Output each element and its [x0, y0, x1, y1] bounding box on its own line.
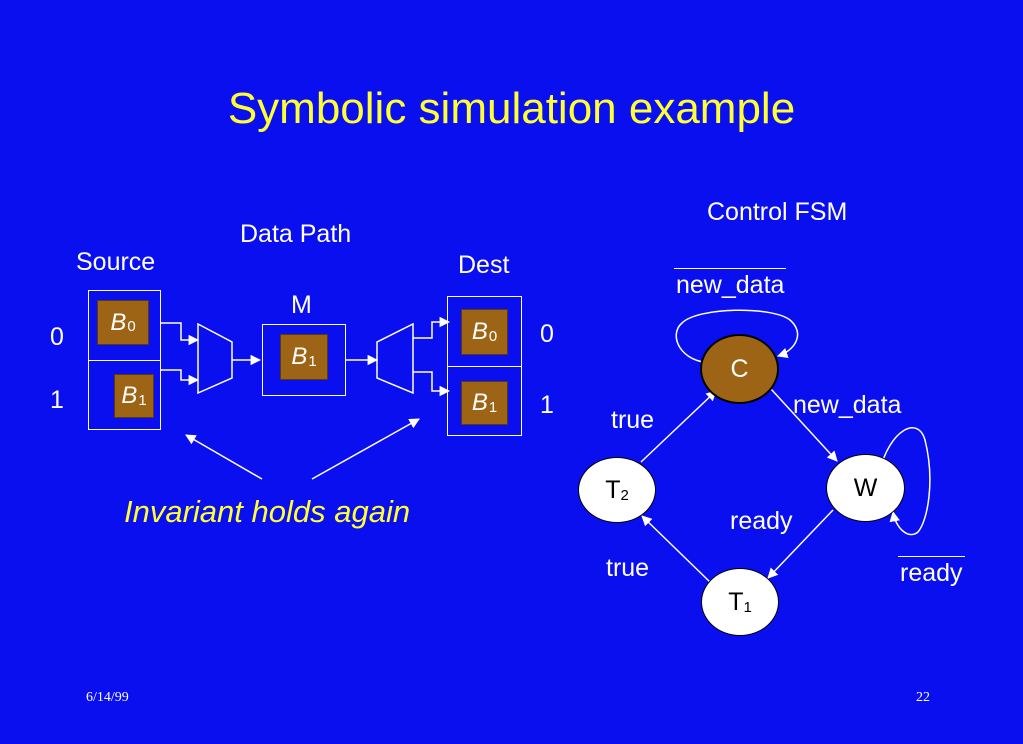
dest-label: Dest: [458, 251, 510, 279]
invariant-caption: Invariant holds again: [124, 494, 411, 529]
state-w: W: [826, 454, 905, 522]
edge-w-to-t1: [767, 509, 834, 579]
register-index: 0: [127, 318, 136, 335]
source-index-0: 0: [50, 323, 64, 351]
wire-demux-dest0: [413, 316, 451, 339]
register-letter: B: [110, 308, 127, 336]
fsm-heading: Control FSM: [707, 198, 848, 226]
dest-index-0: 0: [540, 320, 554, 348]
invariant-arrow-left: [185, 434, 263, 480]
source-index-1: 1: [50, 386, 64, 414]
mux-left: [197, 322, 233, 395]
state-t1-label: T: [728, 587, 744, 616]
m-block: [262, 324, 346, 396]
state-t2-sub: 2: [620, 486, 629, 504]
label-ready: ready: [730, 507, 793, 535]
wire-demux-dest1: [413, 371, 451, 397]
edge-c-self-loop: [675, 309, 799, 364]
register-index: 1: [488, 398, 498, 416]
label-true-t2-c: true: [611, 406, 655, 434]
dest-divider: [447, 366, 522, 367]
label-ready-negated: ready: [898, 556, 965, 588]
m-label: M: [291, 291, 312, 319]
wire-source1-mux: [161, 369, 200, 386]
source-label: Source: [76, 248, 156, 276]
register-letter: B: [121, 382, 138, 409]
wire-source0-mux: [161, 322, 200, 346]
edge-c-to-w: [770, 388, 838, 462]
register-index: 0: [488, 327, 498, 345]
state-w-label: W: [853, 473, 878, 502]
register-index: 1: [138, 391, 147, 409]
invariant-arrow-right: [311, 418, 420, 480]
state-t1-sub: 1: [743, 598, 752, 616]
label-new-data: new_data: [793, 391, 902, 419]
footer-date: 6/14/99: [86, 690, 129, 705]
source-divider: [88, 360, 161, 361]
label-true-t1-t2: true: [606, 554, 650, 582]
footer-page-number: 22: [916, 690, 930, 705]
state-c: C: [700, 334, 779, 404]
slide-title: Symbolic simulation example: [227, 84, 796, 133]
register-letter: B: [471, 318, 488, 345]
state-t2-label: T: [605, 475, 621, 504]
edge-t2-to-c: [640, 390, 717, 463]
dest-index-1: 1: [540, 391, 554, 419]
state-c-label: C: [730, 354, 749, 383]
edge-w-self-loop: [879, 427, 931, 536]
edge-t1-to-t2: [641, 515, 712, 584]
register-letter: B: [291, 343, 308, 370]
demux-right: [376, 322, 414, 395]
register-index: 1: [308, 352, 317, 370]
datapath-heading: Data Path: [240, 220, 352, 248]
label-new-data-negated: new_data: [674, 268, 787, 300]
register-letter: B: [471, 389, 488, 416]
